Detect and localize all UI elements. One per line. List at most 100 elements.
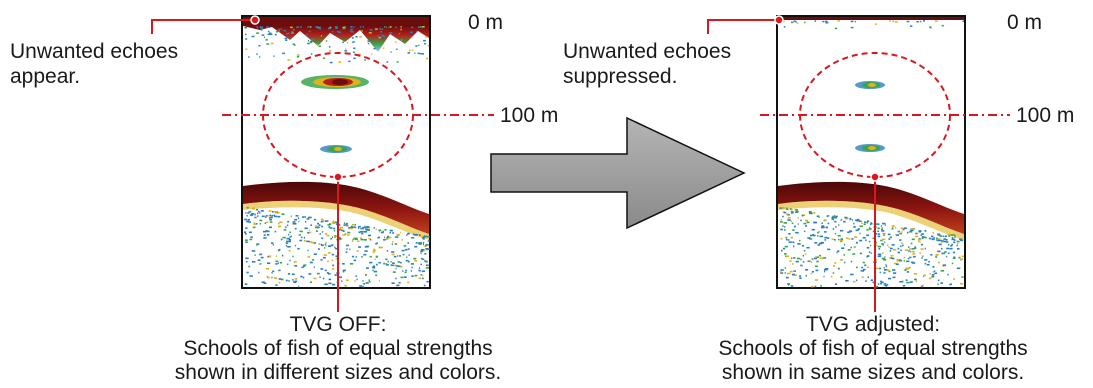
echo-speckle (788, 284, 790, 286)
echo-speckle (275, 31, 279, 33)
echo-speckle (268, 255, 272, 257)
echo-speckle (259, 222, 262, 225)
echo-speckle (834, 216, 837, 219)
echo-speckle (372, 249, 376, 252)
echo-speckle (288, 233, 290, 236)
echo-speckle (282, 236, 286, 239)
echo-speckle (346, 234, 350, 236)
echo-speckle (805, 269, 809, 271)
echo-speckle (395, 26, 397, 29)
echo-speckle (391, 251, 395, 253)
echo-speckle (396, 255, 398, 257)
echo-speckle (381, 231, 384, 234)
echo-speckle (245, 227, 248, 229)
echo-speckle (810, 234, 813, 237)
echo-speckle (350, 28, 353, 31)
echo-speckle (957, 248, 960, 250)
echo-speckle (840, 238, 844, 240)
echo-speckle (420, 274, 422, 276)
echo-speckle (904, 249, 909, 251)
echo-speckle (880, 225, 882, 227)
echo-speckle (278, 281, 281, 284)
echo-speckle (810, 272, 812, 275)
echo-speckle (294, 280, 298, 283)
echo-speckle (924, 259, 928, 261)
echo-speckle (344, 50, 348, 52)
echo-speckle (261, 34, 265, 36)
echo-speckle (840, 229, 844, 232)
echo-speckle (782, 225, 784, 227)
echo-speckle (265, 39, 268, 41)
echo-speckle (266, 26, 269, 28)
echo-speckle (944, 235, 947, 238)
echo-speckle (422, 237, 425, 240)
echo-speckle (415, 242, 418, 244)
caption-dot (870, 172, 880, 182)
echo-speckle (786, 208, 789, 211)
echo-speckle (906, 271, 910, 273)
echo-speckle (797, 223, 799, 225)
echo-speckle (874, 23, 877, 25)
echo-speckle (352, 41, 355, 43)
echo-speckle (312, 38, 314, 41)
echo-speckle (868, 251, 871, 254)
echo-speckle (274, 215, 278, 218)
echo-speckle (936, 237, 938, 240)
echo-speckle (882, 238, 886, 241)
echo-speckle (835, 283, 837, 285)
echo-speckle (260, 210, 264, 212)
echo-speckle (350, 26, 353, 28)
surface-speckle (244, 26, 430, 64)
echo-speckle (938, 239, 942, 242)
echo-speckle (837, 250, 840, 252)
echo-speckle (269, 217, 272, 219)
echo-speckle (385, 238, 389, 240)
echo-speckle (418, 234, 421, 236)
echo-speckle (300, 26, 302, 28)
echo-speckle (379, 279, 381, 282)
echo-note-line: suppressed. (563, 65, 678, 88)
echo-speckle (897, 247, 900, 250)
echo-speckle (840, 239, 844, 242)
echo-speckle (923, 275, 925, 277)
echo-speckle (424, 43, 426, 45)
echo-speckle (375, 242, 377, 245)
echo-speckle (861, 276, 864, 278)
echo-speckle (368, 279, 370, 281)
echo-speckle (807, 260, 811, 262)
echo-speckle (931, 274, 935, 276)
echo-speckle (885, 265, 888, 268)
echo-speckle (782, 247, 786, 250)
echo-speckle (867, 220, 870, 222)
echo-speckle (888, 277, 892, 280)
echo-speckle (868, 240, 871, 243)
echo-speckle (300, 236, 303, 239)
echo-speckle (383, 236, 385, 239)
echo-speckle (301, 266, 304, 269)
echo-speckle (805, 274, 807, 277)
echo-speckle (331, 253, 334, 256)
echo-speckle (791, 212, 794, 214)
echo-speckle (391, 282, 395, 284)
echo-speckle (278, 278, 282, 280)
echo-speckle (805, 219, 809, 222)
echo-speckle (287, 32, 290, 35)
echo-speckle (814, 257, 818, 260)
echo-speckle (313, 266, 315, 268)
echo-speckle (359, 36, 363, 38)
echo-speckle (375, 28, 378, 30)
echo-speckle (308, 229, 310, 232)
echo-speckle (342, 234, 346, 236)
echo-speckle (375, 274, 378, 277)
echo-speckle (803, 249, 806, 252)
echo-speckle (791, 220, 792, 223)
echo-speckle (796, 210, 799, 213)
echo-speckle (395, 277, 397, 280)
echo-speckle (248, 210, 252, 213)
caption-dot (333, 172, 343, 182)
echo-speckle (844, 216, 847, 219)
echo-note-leader (151, 19, 255, 34)
echo-speckle (403, 276, 407, 278)
echo-speckle (378, 236, 381, 239)
